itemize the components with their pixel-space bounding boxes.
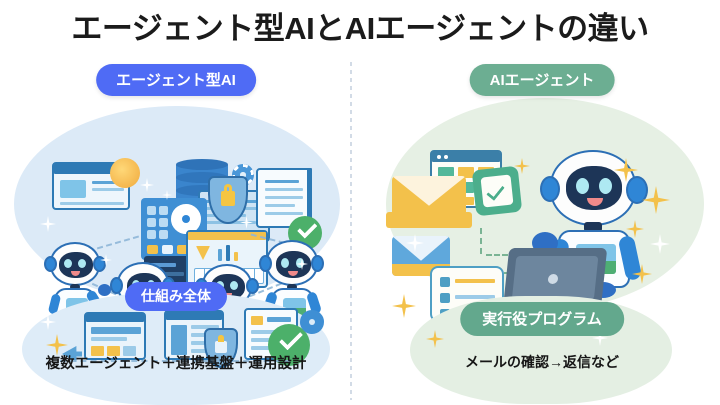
sparkle-icon [392,294,416,318]
envelope-tray-icon [386,212,472,228]
connector-line [480,228,484,254]
screen-icon [84,312,146,360]
right-panel-badge: AIエージェント [469,64,615,96]
left-panel-badge: エージェント型AI [96,64,256,96]
shield-lock-icon [208,176,248,224]
page-title: エージェント型AIとAIエージェントの違い [71,11,649,46]
left-caption: 複数エージェント＋連携基盤＋運用設計 [45,356,307,372]
left-panel: エージェント型AI [0,58,352,405]
check-square-icon [471,165,523,217]
right-panel: AIエージェント [364,58,720,404]
panel-divider [350,62,352,400]
left-pill-label: 仕組み全体 [125,282,227,311]
check-circle-icon [268,324,310,366]
gear-icon [300,310,324,334]
connector-line [60,360,290,362]
connector-line [486,254,516,256]
right-caption: メールの確認→返信など [465,354,619,370]
right-pill-label: 実行役プログラム [460,302,624,336]
screen-icon [164,310,224,360]
sun-badge-icon [110,158,140,188]
